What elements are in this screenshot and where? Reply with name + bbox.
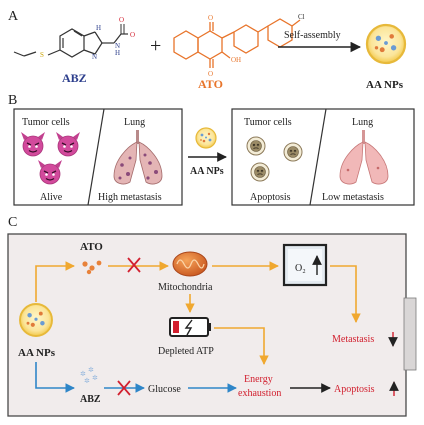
svg-text:✲: ✲ <box>80 370 86 378</box>
mitochondria-label: Mitochondria <box>158 282 213 293</box>
energy-label-line2: exhaustion <box>238 388 281 399</box>
svg-text:O: O <box>119 16 124 24</box>
panel-b-label: B <box>8 93 17 108</box>
self-assembly-label: Self-assembly <box>284 30 341 41</box>
panel-c-start-label: AA NPs <box>18 347 56 359</box>
box1-alive-caption: Alive <box>40 192 63 203</box>
panel-b-arrow-label: AA NPs <box>190 166 224 177</box>
panel-c-side-tab <box>403 297 417 371</box>
svg-text:✲: ✲ <box>88 366 94 374</box>
panel-a-label: A <box>8 9 19 24</box>
box1-metastasis-caption: High metastasis <box>98 192 162 203</box>
plus-sign: + <box>150 35 161 57</box>
ato-node-label: ATO <box>80 241 103 253</box>
aa-nps-product-label: AA NPs <box>366 79 404 91</box>
ato-particles-icon <box>82 260 102 275</box>
o2-to-metastasis-arrow <box>330 265 361 323</box>
box2-tumor-title: Tumor cells <box>244 117 292 128</box>
box2-lung-title: Lung <box>352 117 373 128</box>
box1-tumor-title: Tumor cells <box>22 117 70 128</box>
svg-text:O: O <box>130 31 135 39</box>
ato-atom-labels: O O OH Cl <box>208 13 305 78</box>
abz-node-label: ABZ <box>80 394 101 405</box>
ato-block-cross-icon <box>127 257 141 273</box>
abz-block-cross-icon <box>117 380 131 396</box>
svg-text:H: H <box>96 24 101 32</box>
aa-np-product-icon <box>365 23 407 65</box>
box2-apoptosis-caption: Apoptosis <box>250 192 291 203</box>
blue-branch-arrow <box>35 362 75 393</box>
box1-lung-title: Lung <box>124 117 145 128</box>
svg-text:S: S <box>40 51 44 59</box>
panel-c-label: C <box>8 215 17 230</box>
svg-text:Cl: Cl <box>298 13 305 21</box>
panel-b-box-after <box>231 108 415 206</box>
abz-atom-labels: HNN HO OS <box>40 16 135 61</box>
o2-label: O₂ <box>295 263 306 274</box>
lung-high-metastasis-icon <box>113 130 163 185</box>
mitochondria-icon <box>172 251 208 277</box>
panel-c-np-icon <box>19 303 53 337</box>
glucose-label: Glucose <box>148 384 181 395</box>
metastasis-label: Metastasis <box>332 334 374 345</box>
ato-structure <box>173 18 301 68</box>
svg-text:OH: OH <box>231 56 241 64</box>
abz-particles-icon: ✲✲✲✲ <box>80 366 98 385</box>
panel-b-np-icon <box>195 127 217 149</box>
ato-label: ATO <box>198 77 223 91</box>
svg-text:N: N <box>92 53 97 61</box>
abz-structure <box>13 24 128 58</box>
energy-label-line1: Energy <box>244 374 273 385</box>
svg-text:✲: ✲ <box>84 377 90 385</box>
abz-label: ABZ <box>62 71 87 85</box>
svg-text:N: N <box>115 42 120 50</box>
lung-low-metastasis-icon <box>339 130 389 185</box>
orange-branch-arrow <box>35 261 75 302</box>
svg-text:O: O <box>208 14 213 22</box>
o2-box-icon <box>282 243 328 287</box>
svg-text:O: O <box>208 70 213 78</box>
atp-to-energy-arrow <box>214 327 269 365</box>
apoptosis-label: Apoptosis <box>334 384 375 395</box>
box2-metastasis-caption: Low metastasis <box>322 192 384 203</box>
depleted-atp-label: Depleted ATP <box>158 346 214 357</box>
svg-text:✲: ✲ <box>92 374 98 382</box>
svg-text:H: H <box>115 49 120 57</box>
depleted-battery-icon <box>169 317 211 337</box>
